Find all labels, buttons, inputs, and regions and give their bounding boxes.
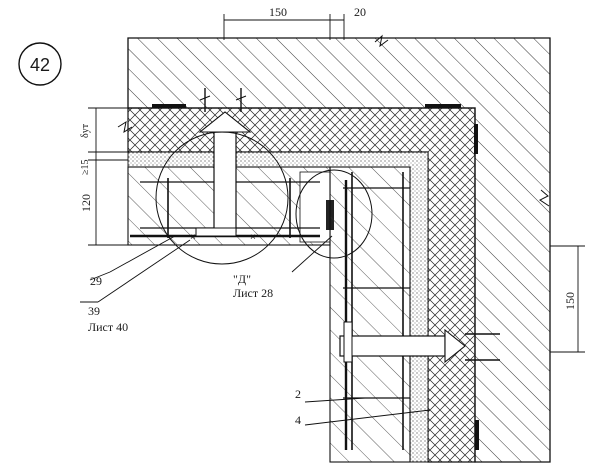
callout-39: 39 <box>88 304 100 318</box>
detail-number-marker: 42 <box>18 42 62 86</box>
dim-delta-ut: δут <box>80 123 91 138</box>
svg-text:×: × <box>190 232 196 243</box>
detail-circles <box>155 131 373 265</box>
callout-4: 4 <box>295 413 301 427</box>
dim-top-150: 150 <box>269 5 287 19</box>
callout-d-label: "Д" <box>233 272 251 286</box>
callout-leaders <box>80 235 431 426</box>
callout-d-sheet: Лист 28 <box>233 286 273 300</box>
detail-number-text: 42 <box>30 55 50 75</box>
dimension-top: 150 20 <box>223 5 366 40</box>
dim-left-120: 120 <box>79 194 93 212</box>
dimension-right: 150 <box>550 245 585 353</box>
gasket-strips <box>152 104 479 450</box>
callout-39-sheet: Лист 40 <box>88 320 128 334</box>
dimension-left: δут ≥15 120 <box>79 107 128 246</box>
dim-top-20: 20 <box>354 5 366 19</box>
dim-right-150: 150 <box>563 292 577 310</box>
callout-2: 2 <box>295 387 301 401</box>
dim-ge15: ≥15 <box>80 160 91 176</box>
anchor-right <box>339 321 500 364</box>
inner-wall-vertical <box>329 166 411 463</box>
callout-29: 29 <box>90 274 102 288</box>
svg-text:×: × <box>250 232 256 243</box>
